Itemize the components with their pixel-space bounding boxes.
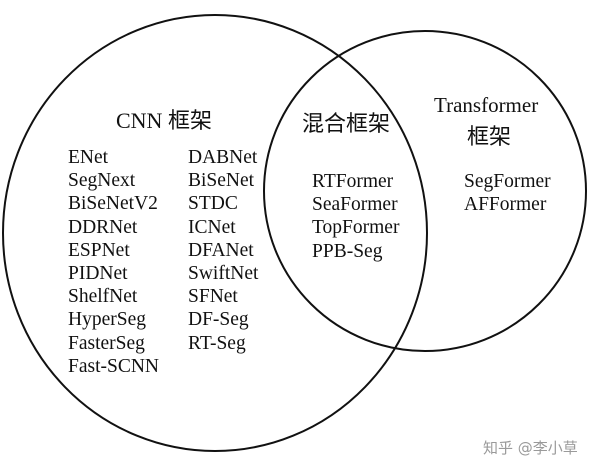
transformer-title-line2: 框架: [467, 124, 512, 149]
list-item: SwiftNet: [188, 263, 259, 285]
list-item: Fast-SCNN: [68, 355, 160, 377]
hybrid-list: RTFormer SeaFormer TopFormer PPB-Seg: [312, 170, 399, 263]
list-item: ESPNet: [68, 239, 130, 261]
list-item: HyperSeg: [68, 309, 146, 331]
list-item: PIDNet: [68, 263, 128, 285]
list-item: DDRNet: [68, 216, 138, 238]
list-item: DABNet: [188, 147, 258, 168]
list-item: SFNet: [188, 286, 238, 308]
list-item: TopFormer: [312, 217, 400, 239]
cnn-list-col2: DABNet BiSeNet STDC ICNet DFANet SwiftNe…: [188, 146, 258, 355]
list-item: FasterSeg: [68, 332, 145, 354]
list-item: AFFormer: [464, 194, 547, 216]
hybrid-title: 混合框架: [302, 111, 391, 136]
list-item: SeaFormer: [312, 194, 398, 216]
cnn-circle: [2, 14, 428, 452]
transformer-circle: [263, 30, 587, 352]
transformer-list: SegFormer AFFormer: [464, 170, 551, 216]
watermark: 知乎 @李小草: [483, 439, 578, 457]
list-item: RT-Seg: [188, 332, 246, 354]
list-item: DFANet: [188, 239, 254, 261]
list-item: RTFormer: [312, 171, 394, 192]
list-item: SegNext: [68, 170, 136, 192]
list-item: BiSeNet: [188, 170, 255, 192]
list-item: ICNet: [188, 216, 236, 238]
transformer-title-line1: Transformer: [434, 93, 539, 117]
list-item: STDC: [188, 193, 238, 215]
list-item: DF-Seg: [188, 309, 249, 331]
cnn-title: CNN 框架: [116, 108, 212, 133]
list-item: PPB-Seg: [312, 240, 383, 262]
list-item: ENet: [68, 147, 109, 168]
list-item: ShelfNet: [68, 286, 138, 308]
list-item: BiSeNetV2: [68, 193, 158, 215]
list-item: SegFormer: [464, 171, 551, 192]
cnn-list-col1: ENet SegNext BiSeNetV2 DDRNet ESPNet PID…: [68, 146, 159, 378]
